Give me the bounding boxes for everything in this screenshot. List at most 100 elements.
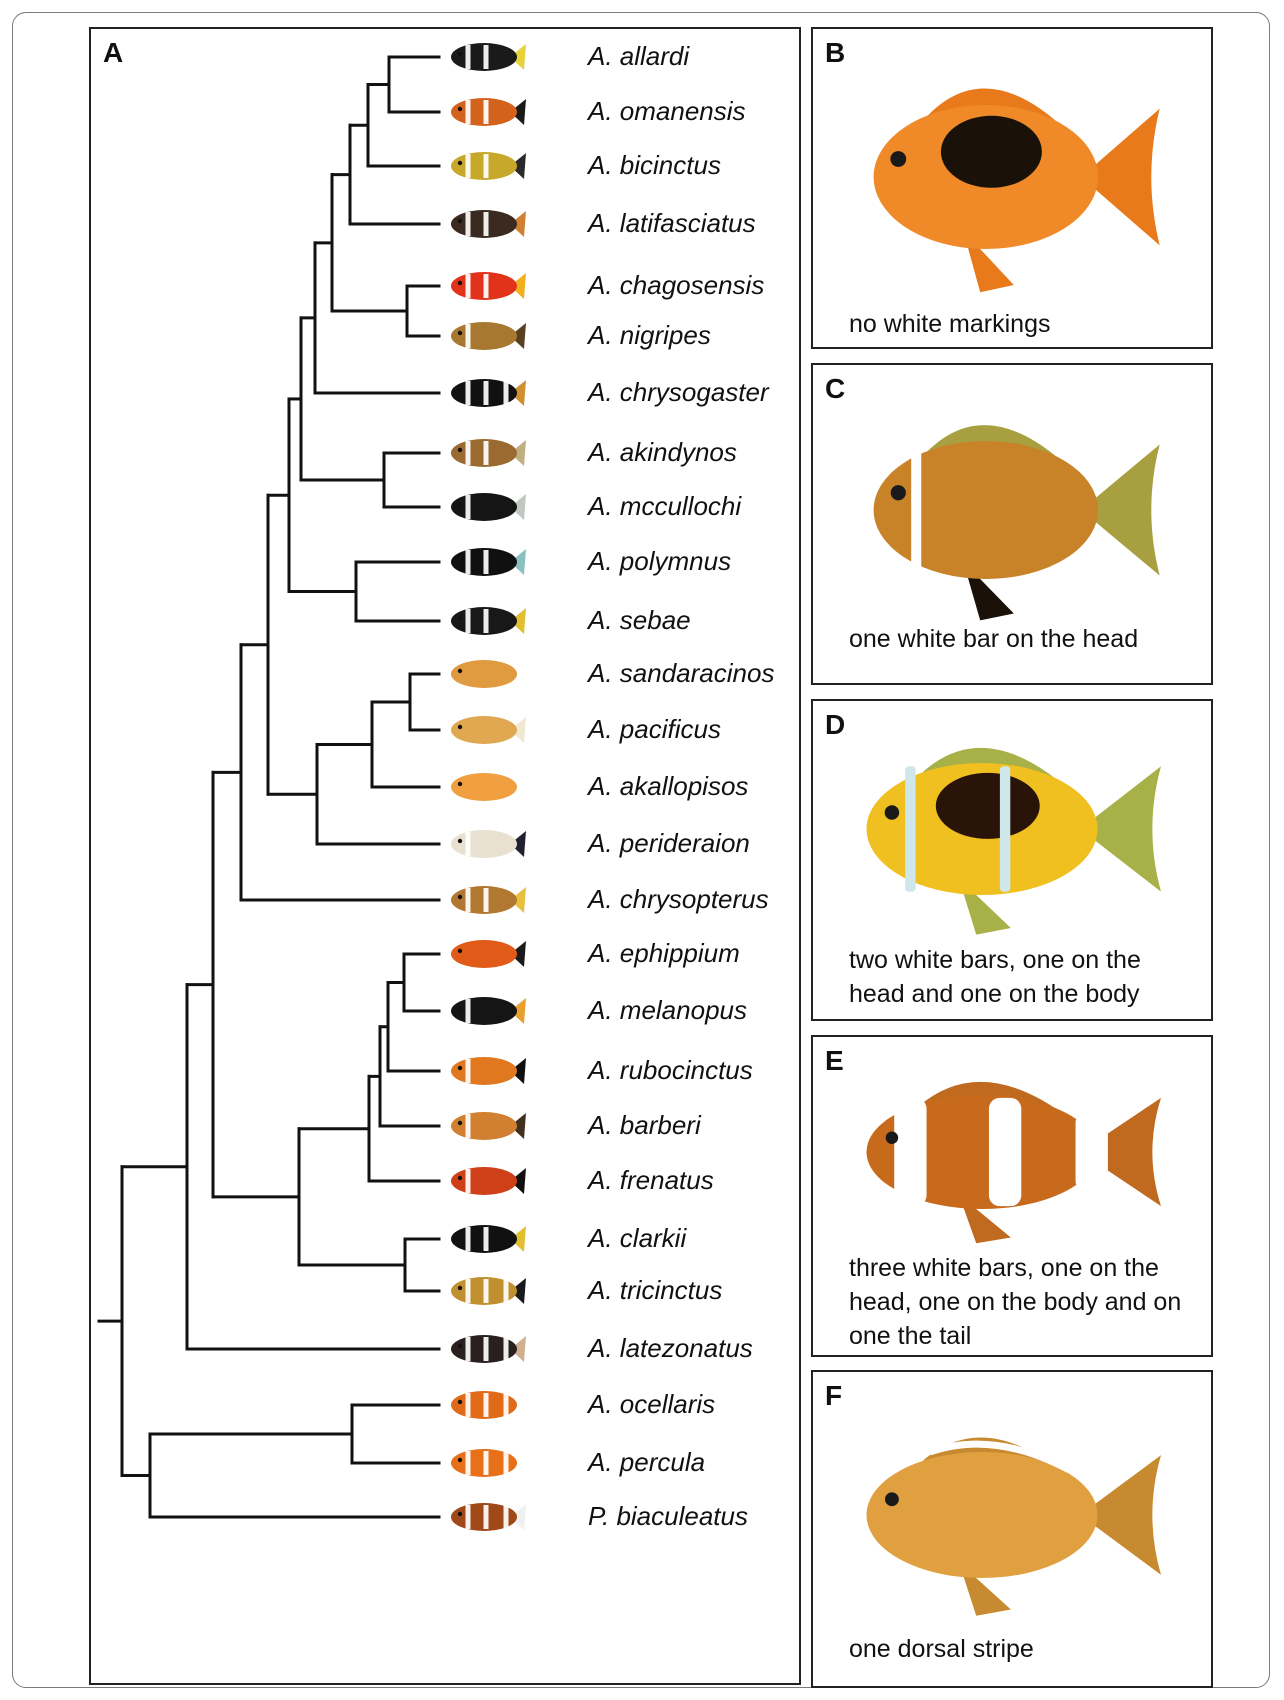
white-bar xyxy=(894,1098,926,1206)
panel-d: D two white bars, one on the head and on… xyxy=(811,699,1213,1021)
thumb-white-bar xyxy=(504,1337,509,1361)
thumb-white-bar xyxy=(466,550,471,574)
species-thumbnails xyxy=(451,43,526,1531)
thumb-white-bar xyxy=(466,832,471,856)
panel-f: F one dorsal stripe xyxy=(811,1370,1213,1688)
thumb-eye xyxy=(458,839,462,843)
species-label: A. perideraion xyxy=(588,828,750,859)
species-label: A. chrysopterus xyxy=(588,884,769,915)
white-bar xyxy=(905,766,915,891)
panel-e: E three white bars, one on the head, one… xyxy=(811,1035,1213,1357)
thumb-body xyxy=(451,830,517,858)
thumb-white-bar xyxy=(484,1279,489,1303)
species-label: A. allardi xyxy=(588,41,689,72)
species-thumb-16 xyxy=(451,940,526,968)
panel-f-caption: one dorsal stripe xyxy=(849,1632,1034,1666)
species-label: A. chagosensis xyxy=(588,270,764,301)
thumb-white-bar xyxy=(466,609,471,633)
thumb-eye xyxy=(458,949,462,953)
panel-e-caption: three white bars, one on the head, one o… xyxy=(849,1251,1189,1353)
species-label: A. rubocinctus xyxy=(588,1055,753,1086)
species-label: A. melanopus xyxy=(588,995,747,1026)
fish-eye xyxy=(885,805,900,820)
fish-eye xyxy=(890,151,906,167)
species-thumb-26 xyxy=(451,1503,526,1531)
thumb-white-bar xyxy=(466,154,471,178)
thumb-eye xyxy=(458,782,462,786)
white-bar xyxy=(1000,766,1010,891)
thumb-white-bar xyxy=(484,45,489,69)
species-label: A. mccullochi xyxy=(588,491,741,522)
thumb-body xyxy=(451,660,517,688)
thumb-eye xyxy=(458,331,462,335)
thumb-white-bar xyxy=(484,1227,489,1251)
thumb-eye xyxy=(458,1512,462,1516)
thumb-eye xyxy=(458,52,462,56)
species-thumb-7 xyxy=(451,439,526,467)
fish-body xyxy=(874,441,1098,579)
thumb-white-bar xyxy=(466,324,471,348)
species-label: A. latezonatus xyxy=(588,1333,753,1364)
fish-illustration-d xyxy=(835,719,1185,939)
thumb-white-bar xyxy=(466,274,471,298)
species-label: A. akindynos xyxy=(588,437,737,468)
species-thumb-22 xyxy=(451,1277,526,1305)
fish-illustration-c xyxy=(843,395,1183,625)
thumb-body xyxy=(451,997,517,1025)
thumb-eye xyxy=(458,219,462,223)
species-thumb-14 xyxy=(451,830,526,858)
species-thumb-21 xyxy=(451,1225,526,1253)
thumb-body xyxy=(451,1057,517,1085)
species-label: A. bicinctus xyxy=(588,150,721,181)
thumb-white-bar xyxy=(466,1505,471,1529)
species-thumb-1 xyxy=(451,98,526,126)
thumb-eye xyxy=(458,448,462,452)
thumb-eye xyxy=(458,388,462,392)
panel-c-caption: one white bar on the head xyxy=(849,622,1138,656)
thumb-white-bar xyxy=(484,888,489,912)
species-label: A. latifasciatus xyxy=(588,208,756,239)
species-thumb-20 xyxy=(451,1167,526,1195)
thumb-white-bar xyxy=(466,1279,471,1303)
thumb-white-bar xyxy=(484,1393,489,1417)
thumb-white-bar xyxy=(466,441,471,465)
species-thumb-18 xyxy=(451,1057,526,1085)
species-thumb-24 xyxy=(451,1391,526,1419)
species-label: A. clarkii xyxy=(588,1223,686,1254)
panel-c: C one white bar on the head xyxy=(811,363,1213,685)
species-thumb-15 xyxy=(451,886,526,914)
thumb-white-bar xyxy=(466,1451,471,1475)
panel-f-letter: F xyxy=(825,1380,842,1412)
thumb-white-bar xyxy=(504,1451,509,1475)
species-label: A. sebae xyxy=(588,605,691,636)
species-thumb-0 xyxy=(451,43,526,71)
species-label: A. sandaracinos xyxy=(588,658,774,689)
thumb-white-bar xyxy=(484,609,489,633)
thumb-white-bar xyxy=(484,441,489,465)
thumb-eye xyxy=(458,1344,462,1348)
thumb-white-bar xyxy=(484,274,489,298)
species-label: A. akallopisos xyxy=(588,771,748,802)
thumb-eye xyxy=(458,1006,462,1010)
species-label: A. ocellaris xyxy=(588,1389,715,1420)
white-bar xyxy=(911,444,921,575)
thumb-white-bar xyxy=(504,1279,509,1303)
species-thumb-9 xyxy=(451,548,526,576)
dark-patch xyxy=(941,116,1042,188)
species-thumb-17 xyxy=(451,997,526,1025)
thumb-white-bar xyxy=(466,1393,471,1417)
thumb-eye xyxy=(458,502,462,506)
fish-eye xyxy=(891,485,906,500)
thumb-eye xyxy=(458,669,462,673)
thumb-white-bar xyxy=(466,1114,471,1138)
species-label: P. biaculeatus xyxy=(588,1501,748,1532)
thumb-body xyxy=(451,773,517,801)
thumb-white-bar xyxy=(466,1169,471,1193)
species-thumb-25 xyxy=(451,1449,526,1477)
dark-patch xyxy=(936,773,1040,839)
fish-illustration-f xyxy=(835,1410,1185,1620)
thumb-white-bar xyxy=(484,1505,489,1529)
species-thumb-10 xyxy=(451,607,526,635)
thumb-body xyxy=(451,493,517,521)
